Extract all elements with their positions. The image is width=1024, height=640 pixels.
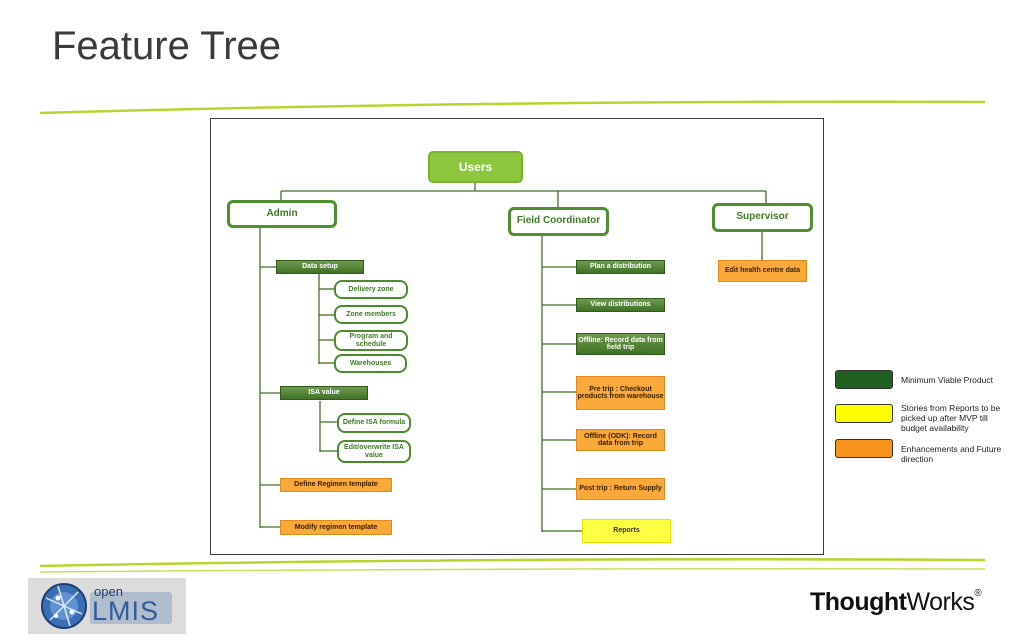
- legend-swatch-enhancements: [835, 439, 893, 458]
- node-plan-distribution: Plan a distribution: [576, 260, 665, 274]
- globe-icon: [41, 583, 172, 629]
- legend-label-mvp: Minimum Viable Product: [901, 375, 993, 385]
- node-edit-isa-value: Edit/overwrite ISA value: [337, 440, 411, 463]
- root-node-users: Users: [428, 151, 523, 183]
- bottom-swoosh-2: [39, 568, 986, 573]
- node-offline-odk-record: Offline (ODK): Record data from trip: [576, 429, 665, 451]
- legend-label-reports: Stories from Reports to be picked up aft…: [901, 403, 1001, 434]
- thoughtworks-logo: ThoughtWorks®: [810, 588, 982, 617]
- legend-swatch-mvp: [835, 370, 893, 389]
- registered-mark: ®: [974, 588, 982, 599]
- node-define-regimen-template: Define Regimen template: [280, 478, 392, 492]
- top-swoosh: [39, 100, 986, 115]
- node-field-coordinator: Field Coordinator: [508, 207, 609, 236]
- node-pre-trip-checkout: Pre trip : Checkout products from wareho…: [576, 376, 665, 410]
- node-supervisor: Supervisor: [712, 203, 813, 232]
- node-delivery-zone: Delivery zone: [334, 280, 408, 299]
- node-offline-record-field-trip: Offline: Record data from field trip: [576, 333, 665, 355]
- legend-swatch-reports: [835, 404, 893, 423]
- node-post-trip-return: Post trip : Return Supply: [576, 478, 665, 500]
- thoughtworks-bold: Thought: [810, 588, 907, 616]
- openlmis-open-text: open: [94, 584, 123, 599]
- node-zone-members: Zone members: [334, 305, 408, 324]
- page-title: Feature Tree: [52, 24, 282, 68]
- openlmis-logo: open LMIS: [28, 578, 186, 634]
- node-modify-regimen-template: Modify regimen template: [280, 520, 392, 535]
- node-isa-value: ISA value: [280, 386, 368, 400]
- node-warehouses: Warehouses: [334, 354, 407, 373]
- node-admin: Admin: [227, 200, 337, 228]
- thoughtworks-regular: Works: [906, 588, 975, 616]
- legend-label-enhancements: Enhancements and Future direction: [901, 444, 1002, 465]
- node-view-distributions: View distributions: [576, 298, 665, 312]
- openlmis-lmis-text: LMIS: [92, 596, 160, 626]
- node-define-isa-formula: Define ISA formula: [337, 413, 411, 433]
- bottom-swoosh-1: [39, 558, 986, 568]
- node-edit-health-centre: Edit health centre data: [718, 260, 807, 282]
- node-data-setup: Data setup: [276, 260, 364, 274]
- node-program-schedule: Program and schedule: [334, 330, 408, 351]
- node-reports: Reports: [582, 519, 671, 543]
